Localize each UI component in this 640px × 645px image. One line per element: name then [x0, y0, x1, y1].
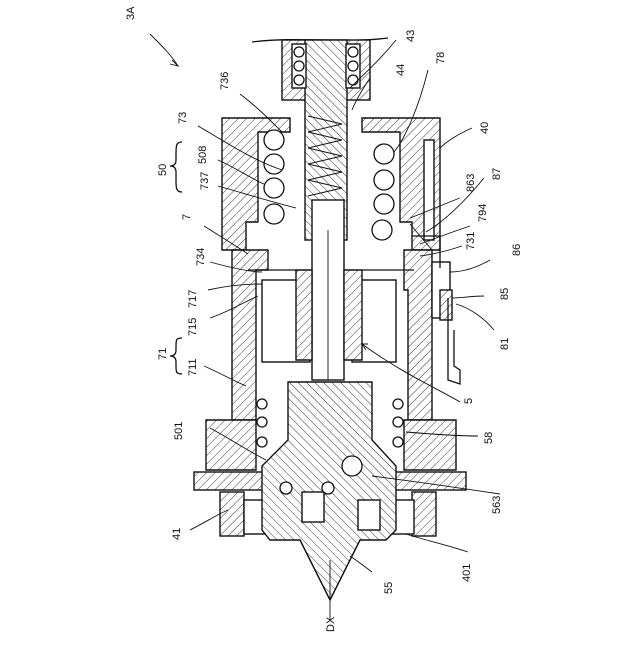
- label-44: 44: [395, 64, 407, 76]
- label-715: 715: [187, 318, 199, 336]
- label-401: 401: [461, 564, 473, 582]
- label-3A: 3A: [125, 6, 137, 20]
- label-734: 734: [195, 248, 207, 266]
- brace-50: [170, 142, 182, 192]
- label-717: 717: [187, 290, 199, 308]
- label-736: 736: [219, 72, 231, 90]
- label-85: 85: [499, 288, 511, 300]
- label-711: 711: [187, 358, 199, 376]
- label-40: 40: [479, 122, 491, 134]
- label-78: 78: [435, 52, 447, 64]
- label-508: 508: [197, 146, 209, 164]
- label-55: 55: [383, 582, 395, 594]
- central-shaft: [312, 200, 344, 380]
- bearing-balls-left: [264, 130, 284, 224]
- label-863: 863: [465, 174, 477, 192]
- label-50: 50: [157, 164, 169, 176]
- label-41: 41: [171, 528, 183, 540]
- label-7: 7: [181, 214, 193, 220]
- label-DX: DX: [325, 616, 337, 632]
- brace-71: [170, 338, 182, 374]
- label-58: 58: [483, 432, 495, 444]
- label-87: 87: [491, 168, 503, 180]
- label-43: 43: [405, 30, 417, 42]
- label-86: 86: [511, 244, 523, 256]
- label-794: 794: [477, 204, 489, 222]
- label-563: 563: [491, 496, 503, 514]
- label-71: 71: [157, 348, 169, 360]
- label-81: 81: [499, 338, 511, 350]
- label-73: 73: [177, 112, 189, 124]
- bearing-balls-right: [372, 144, 394, 240]
- label-737: 737: [199, 172, 211, 190]
- rotor-and-tool-55: [262, 382, 396, 600]
- label-5: 5: [463, 398, 475, 404]
- label-501: 501: [173, 422, 185, 440]
- label-731: 731: [465, 232, 477, 250]
